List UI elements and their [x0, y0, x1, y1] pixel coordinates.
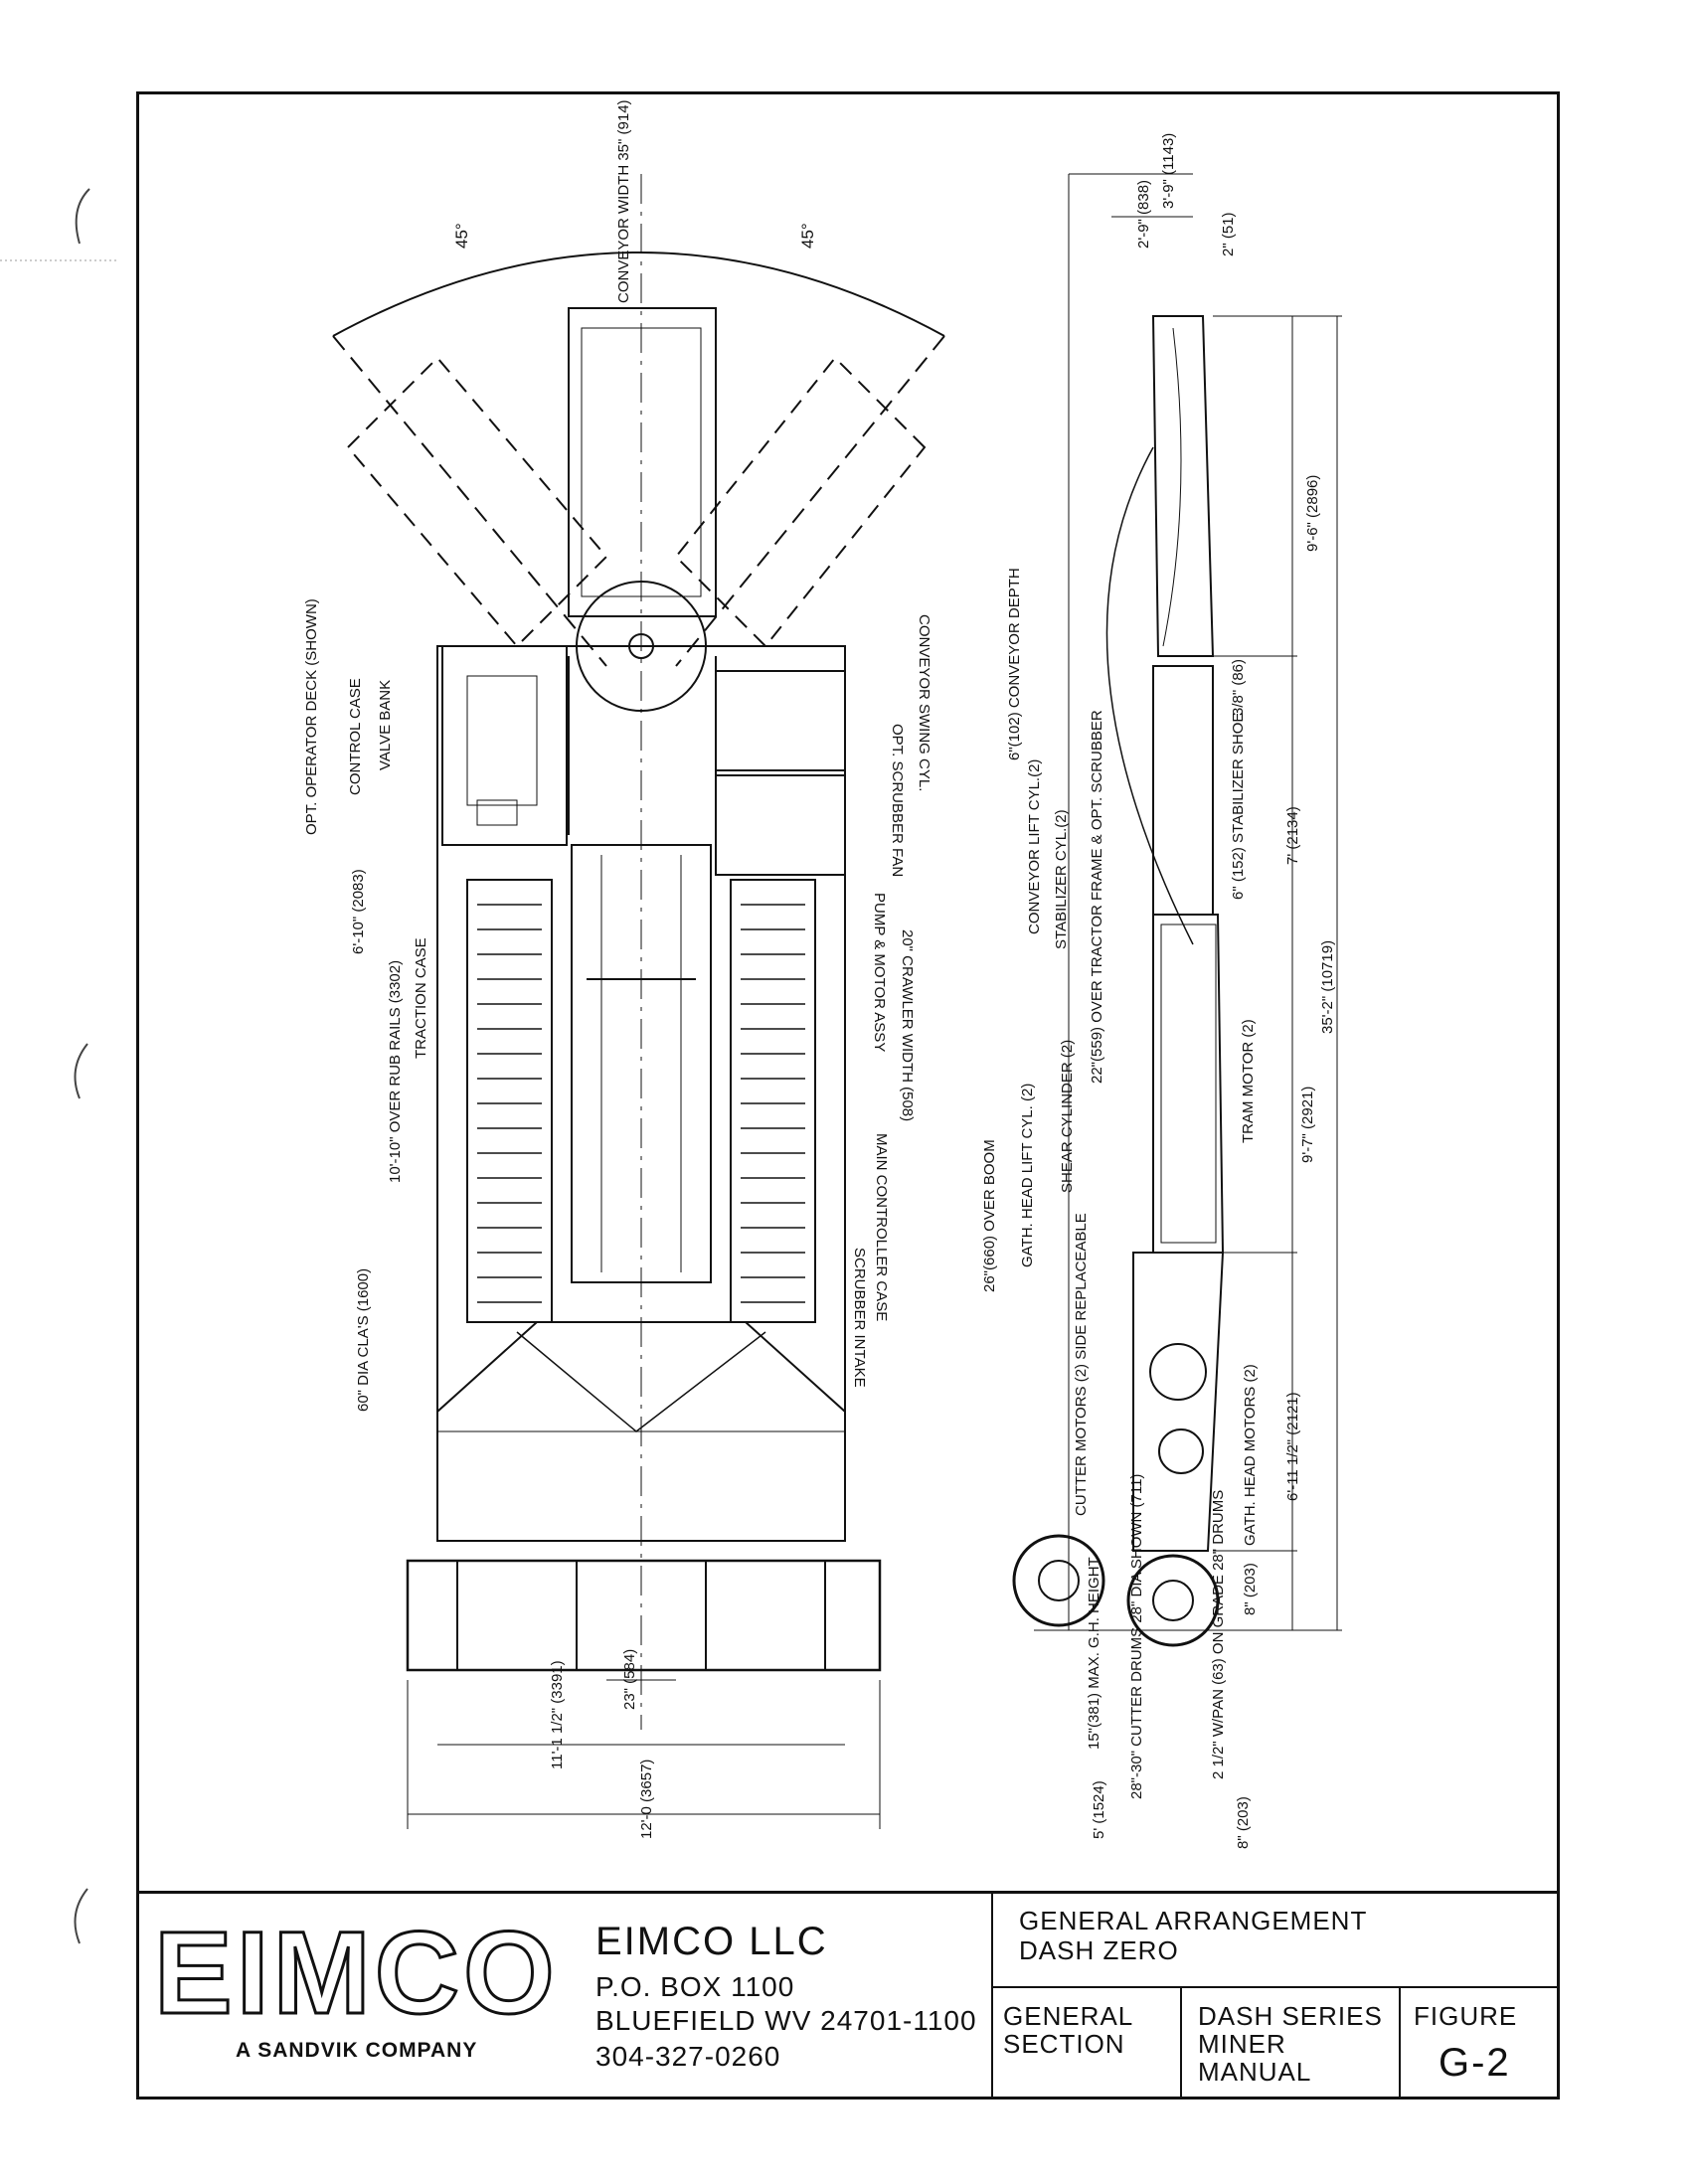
plan-view-labels: 45° 45° CONVEYOR WIDTH 35" (914) OPT. OP…: [303, 99, 932, 1839]
conveyor-depth-label: 6"(102) CONVEYOR DEPTH: [1006, 568, 1023, 760]
phone-number: 304-327-0260: [595, 2041, 781, 2072]
pump-motor-assy-label: PUMP & MOTOR ASSY: [871, 893, 888, 1052]
section-line1: GENERAL: [1003, 2001, 1134, 2031]
title-block: EIMCO A SANDVIK COMPANY EIMCO LLC P.O. B…: [136, 1891, 1560, 2100]
valve-bank-label: VALVE BANK: [377, 680, 394, 770]
address-city: BLUEFIELD WV 24701-1100: [595, 2005, 977, 2036]
opt-scrubber-fan-label: OPT. SCRUBBER FAN: [889, 724, 906, 877]
dim-7-label: 7' (2134): [1284, 806, 1301, 865]
gath-head-lift-label: GATH. HEAD LIFT CYL. (2): [1019, 1084, 1036, 1267]
conveyor-swing-cyl-label: CONVEYOR SWING CYL.: [916, 614, 932, 791]
side-view: [1012, 173, 1342, 1647]
drawing-title-line2: DASH ZERO: [1019, 1935, 1179, 1965]
eimco-logo: EIMCO: [153, 1908, 559, 2039]
dim-12-0-label: 12'-0 (3657): [638, 1760, 655, 1839]
binder-hole-marks: [0, 188, 119, 1944]
angle-right-label: 45°: [798, 223, 817, 249]
dim-2in-label: 2" (51): [1220, 212, 1237, 256]
traction-case-label: TRACTION CASE: [413, 937, 429, 1059]
crawler-width-label: 20" CRAWLER WIDTH (508): [899, 929, 916, 1121]
plan-view: [332, 174, 945, 1829]
dim-6-10-label: 6'-10" (2083): [350, 869, 367, 954]
figure-number: G-2: [1439, 2041, 1511, 2085]
manual-line3: MANUAL: [1198, 2057, 1312, 2087]
opt-operator-deck-label: OPT. OPERATOR DECK (SHOWN): [303, 598, 320, 835]
dim-8in-b-label: 8" (203): [1235, 1796, 1252, 1849]
dim-5-label: 5' (1524): [1091, 1780, 1107, 1839]
w-pan-label: 2 1/2" W/PAN (63) ON GRADE 28" DRUMS: [1210, 1490, 1227, 1779]
control-case-label: CONTROL CASE: [347, 678, 364, 795]
conveyor-width-label: CONVEYOR WIDTH 35" (914): [615, 99, 632, 303]
dia-cla-label: 60" DIA CLA'S (1600): [355, 1268, 372, 1412]
address-box: P.O. BOX 1100: [595, 1971, 795, 2002]
drawing-title-line1: GENERAL ARRANGEMENT: [1019, 1906, 1368, 1935]
over-tractor-frame-label: 22"(559) OVER TRACTOR FRAME & OPT. SCRUB…: [1089, 710, 1105, 1084]
general-arrangement-drawing: 45° 45° CONVEYOR WIDTH 35" (914) OPT. OP…: [303, 99, 1342, 1849]
dim-23-label: 23" (584): [621, 1649, 638, 1710]
dim-35-2-label: 35'-2" (10719): [1319, 940, 1336, 1034]
cutter-drums-label: 28"-30" CUTTER DRUMS 28" DIA SHOWN (711): [1128, 1474, 1145, 1799]
conveyor-lift-cyl-label: CONVEYOR LIFT CYL.(2): [1026, 759, 1043, 934]
stabilizer-shoe-label: 6" (152) STABILIZER SHOE: [1230, 713, 1247, 900]
section-line2: SECTION: [1003, 2029, 1125, 2059]
dim-9-6-label: 9'-6" (2896): [1304, 475, 1321, 552]
gath-head-motors-label: GATH. HEAD MOTORS (2): [1242, 1364, 1259, 1546]
company-tagline: A SANDVIK COMPANY: [236, 2039, 478, 2062]
tram-motor-label: TRAM MOTOR (2): [1240, 1019, 1257, 1143]
dim-11-1-label: 11'-1 1/2" (3391): [549, 1660, 566, 1769]
dim-3-9-label: 3'-9" (1143): [1160, 133, 1177, 209]
dim-9-7-label: 9'-7" (2921): [1299, 1087, 1316, 1163]
angle-left-label: 45°: [452, 223, 471, 249]
manual-line1: DASH SERIES: [1198, 2001, 1383, 2031]
max-gh-height-label: 15"(381) MAX. G.H. HEIGHT: [1086, 1557, 1102, 1750]
dim-3-8-label: 3/8" (86): [1230, 659, 1247, 716]
over-rub-rails-label: 10'-10" OVER RUB RAILS (3302): [387, 960, 404, 1183]
side-view-labels: 3'-9" (1143) 2'-9" (838) 2" (51) 9'-6" (…: [981, 133, 1336, 1849]
drawing-frame: [136, 91, 1560, 2100]
figure-label: FIGURE: [1414, 2001, 1518, 2031]
over-boom-label: 26"(660) OVER BOOM: [981, 1139, 998, 1292]
cutter-motors-label: CUTTER MOTORS (2) SIDE REPLACEABLE: [1073, 1213, 1090, 1516]
dim-2-9-label: 2'-9" (838): [1135, 180, 1152, 249]
dim-6-11-label: 6'-11 1/2" (2121): [1284, 1392, 1301, 1501]
main-controller-case-label: MAIN CONTROLLER CASE: [873, 1133, 890, 1321]
dim-8in-label: 8" (203): [1242, 1563, 1259, 1615]
company-name: EIMCO LLC: [595, 1920, 828, 1963]
stabilizer-cyl-label: STABILIZER CYL.(2): [1053, 809, 1070, 949]
manual-line2: MINER: [1198, 2029, 1286, 2059]
shear-cylinder-label: SHEAR CYLINDER (2): [1059, 1040, 1076, 1193]
scrubber-intake-label: SCRUBBER INTAKE: [851, 1248, 868, 1388]
